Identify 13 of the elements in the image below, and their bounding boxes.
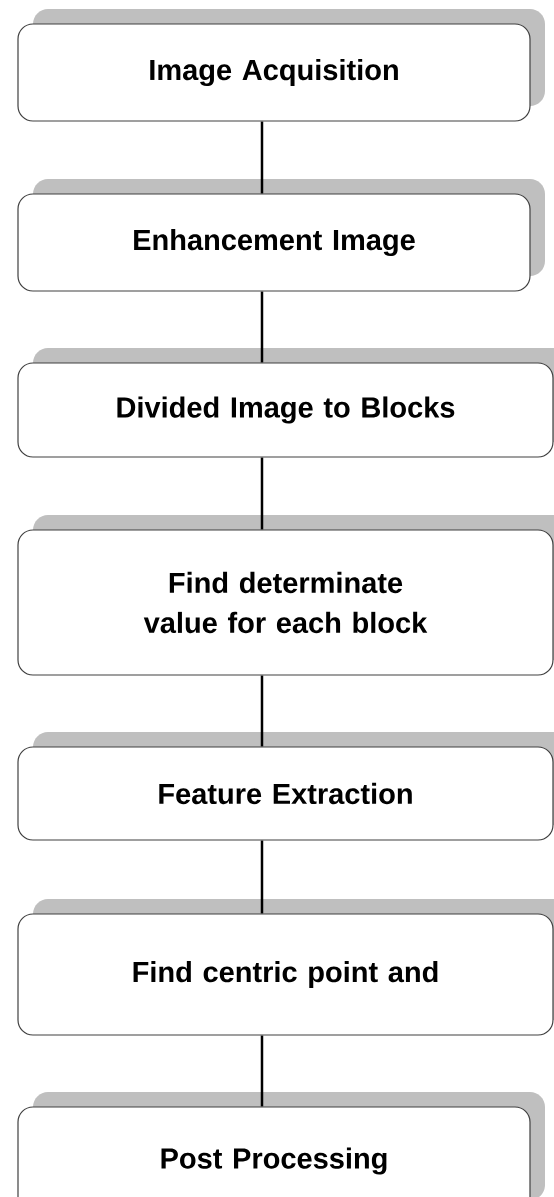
- connector-line: [260, 121, 264, 194]
- process-box: Enhancement Image: [17, 179, 545, 292]
- process-box: Find determinate value for each block: [17, 515, 554, 676]
- process-box: Post Processing: [17, 1092, 545, 1197]
- process-box: Find centric point and: [17, 899, 554, 1036]
- process-box: Feature Extraction: [17, 732, 554, 841]
- connector-line: [260, 457, 264, 530]
- process-box: Divided Image to Blocks: [17, 348, 554, 458]
- connector-line: [260, 291, 264, 363]
- connector-line: [260, 840, 264, 914]
- connector-line: [260, 1035, 264, 1107]
- connector-line: [260, 675, 264, 747]
- process-box: Image Acquisition: [17, 9, 545, 122]
